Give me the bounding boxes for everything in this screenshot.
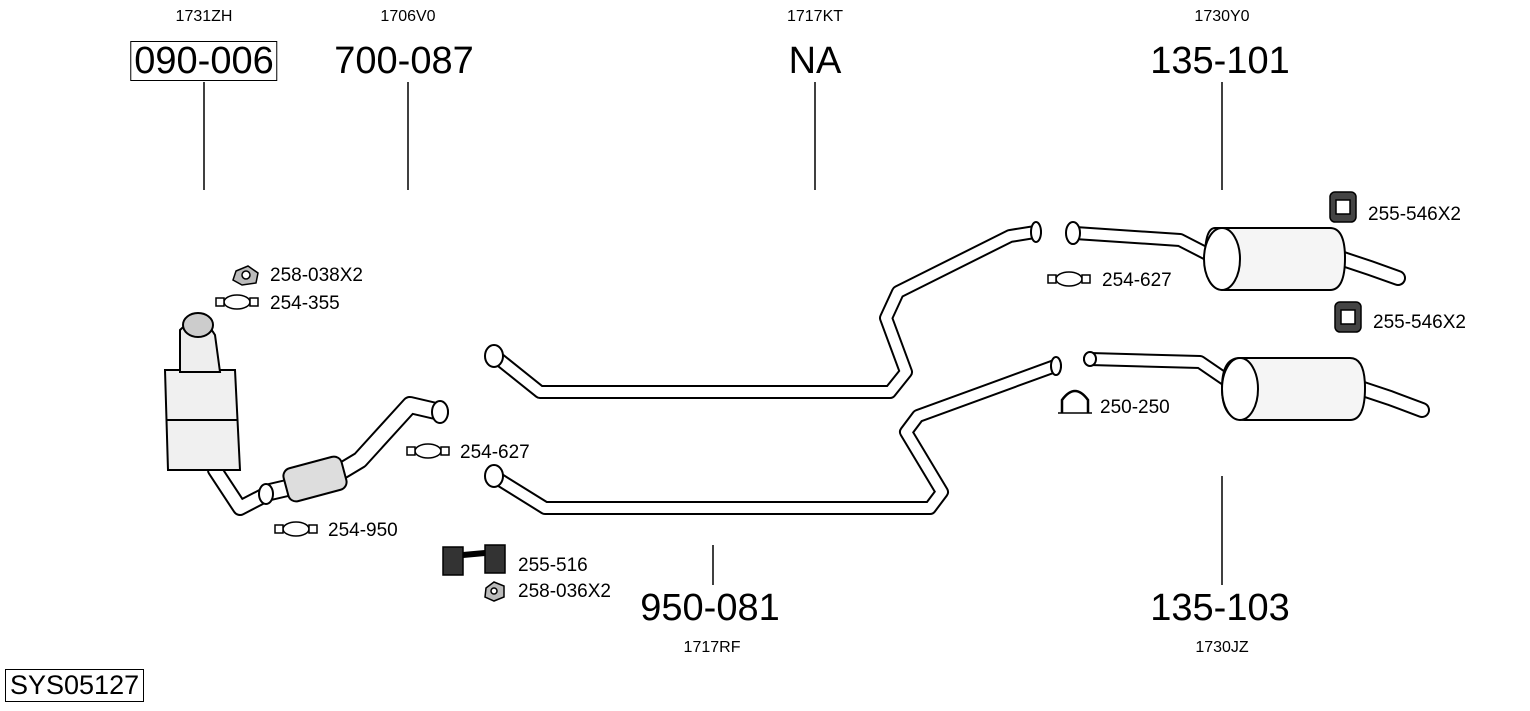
part-code: 1730JZ: [1195, 639, 1249, 656]
rubber-hanger-icon: [1334, 301, 1362, 333]
part-number[interactable]: 135-103: [1150, 587, 1290, 629]
accessory-label[interactable]: 254-627: [1102, 270, 1172, 291]
pipe-end: [1065, 221, 1081, 245]
accessory-label[interactable]: 255-546X2: [1368, 204, 1461, 225]
converter-outlet: [207, 462, 273, 516]
part-number-boxed[interactable]: 090-006: [130, 41, 278, 81]
rubber-hanger-icon: [1329, 191, 1357, 223]
part-number[interactable]: 700-087: [334, 40, 474, 82]
converter-inlet: [182, 312, 214, 338]
nut-icon: [484, 581, 505, 602]
system-id: SYS05127: [5, 669, 145, 702]
middle-pipe-lower: [493, 359, 1062, 515]
clamp-icon: [274, 521, 318, 537]
part-code: 1730Y0: [1194, 8, 1250, 25]
part-code: 1706V0: [380, 8, 436, 25]
rear-pipe-upper: [1068, 226, 1406, 286]
nut-icon: [232, 265, 259, 286]
accessory-label[interactable]: 255-546X2: [1373, 312, 1466, 333]
clamp-icon: [406, 443, 450, 459]
accessory-label[interactable]: 258-036X2: [518, 581, 611, 602]
clamp-icon: [215, 294, 259, 310]
part-number[interactable]: 950-081: [640, 587, 780, 629]
accessory-label[interactable]: 254-950: [328, 520, 398, 541]
accessory-label[interactable]: 255-516: [518, 555, 588, 576]
part-number[interactable]: 135-101: [1150, 40, 1290, 82]
part-code: 1731ZH: [175, 8, 233, 25]
middle-pipe-upper: [493, 225, 1042, 399]
mounting-bracket-icon: [442, 544, 506, 576]
clamp-icon: [1047, 271, 1091, 287]
accessory-label[interactable]: 254-355: [270, 293, 340, 314]
accessory-label[interactable]: 250-250: [1100, 397, 1170, 418]
part-code: 1717RF: [683, 639, 741, 656]
pipe-end: [1050, 356, 1062, 376]
pipe-end: [1030, 221, 1042, 243]
accessory-label[interactable]: 258-038X2: [270, 265, 363, 286]
u-clamp-icon: [1058, 389, 1092, 414]
flex-pipe: [282, 455, 348, 503]
pipe-flange: [484, 344, 504, 368]
part-code: 1717KT: [786, 8, 844, 25]
accessory-label[interactable]: 254-627: [460, 442, 530, 463]
part-number[interactable]: NA: [788, 40, 842, 82]
pipe-flange: [258, 483, 274, 505]
pipe-flange: [431, 400, 449, 424]
pipe-end: [1083, 351, 1097, 367]
pipe-flange: [484, 464, 504, 488]
